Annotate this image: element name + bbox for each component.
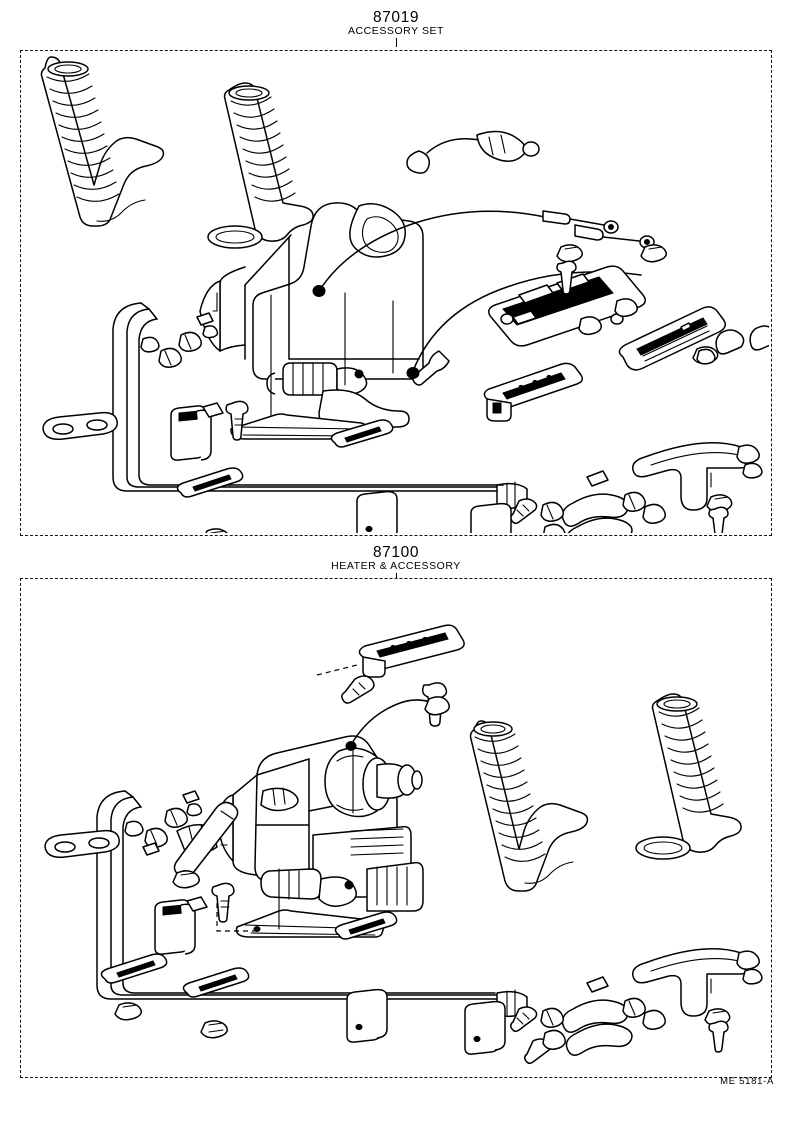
part-hose-clamp-group-left — [140, 312, 219, 368]
part-mounting-bolt — [708, 506, 729, 533]
part-blower-motor — [324, 747, 423, 818]
part-defroster-nozzle-duct-right — [207, 82, 314, 249]
title-tick-icon — [395, 38, 397, 47]
part-hose-clamp-group-right — [540, 950, 763, 1050]
part-hose-clamp-group-right — [540, 444, 763, 533]
part-water-hose-bent-pair — [561, 493, 633, 533]
part-water-hose-outlet — [138, 308, 504, 486]
panel-87100-artwork — [44, 624, 763, 1065]
part-flange-nut — [114, 1002, 142, 1021]
part-water-pipe-assembly — [632, 948, 752, 1017]
part-blower-motor-lead-wire — [345, 696, 450, 751]
part-defroster-nozzle-duct-left — [469, 720, 589, 892]
part-duct-support-bracket — [346, 988, 388, 1043]
part-duct-support-bracket — [356, 490, 398, 533]
part-mounting-bolt — [556, 260, 577, 295]
part-duct-support-bracket — [330, 419, 394, 448]
part-gasket-plate — [42, 411, 118, 441]
panel-87019-artwork — [40, 56, 769, 533]
diagram-panel-87019 — [20, 50, 772, 536]
part-duct-support-bracket — [334, 911, 398, 940]
part-water-hose-outlet — [122, 796, 496, 994]
title-tick-icon — [395, 573, 397, 582]
part-flange-nut — [172, 870, 200, 889]
part-clip-group-left — [124, 790, 203, 856]
part-duct-support-bracket-group — [100, 911, 506, 1055]
part-duct-support-bracket — [470, 502, 512, 533]
part-heater-mounting-bracket-top — [316, 624, 465, 678]
part-gasket-plate — [44, 829, 120, 859]
group-name-87019: ACCESSORY SET — [347, 25, 445, 37]
part-mounting-bolt — [509, 1006, 538, 1033]
part-duct-support-bracket — [182, 967, 250, 998]
part-mounting-bolt — [341, 675, 375, 704]
part-fastener-group — [114, 870, 731, 1065]
part-cushion-retainer-left — [154, 896, 208, 955]
part-control-cable-wire-harness — [406, 130, 540, 174]
part-heater-control-panel-assembly — [488, 265, 646, 347]
part-flange-nut — [556, 244, 583, 263]
part-mounting-bolt — [708, 1020, 729, 1053]
part-flange-nut — [205, 528, 228, 533]
part-mounting-bolt — [225, 400, 249, 441]
part-register-vent-grille — [618, 306, 726, 371]
part-duct-support-bracket — [100, 953, 168, 984]
part-flange-nut — [640, 244, 667, 263]
part-heater-radiator-unit — [176, 696, 450, 938]
group-number-87019: 87019 — [372, 9, 420, 26]
part-defroster-nozzle-duct-left — [40, 56, 165, 227]
part-heater-unit-housing — [199, 202, 424, 440]
part-cushion-retainer-left — [170, 402, 224, 461]
part-water-pipe-assembly — [632, 442, 752, 511]
panel-title-87019: 87019 ACCESSORY SET — [0, 10, 792, 47]
part-mounting-bolt — [211, 882, 235, 923]
part-mounting-bracket-center — [483, 362, 584, 422]
part-water-hose-bent-pair — [561, 999, 633, 1056]
part-duct-support-bracket — [464, 1000, 506, 1055]
part-defroster-nozzle-duct-right — [635, 693, 742, 860]
part-duct-support-bracket-group — [176, 419, 512, 533]
group-number-87100: 87100 — [372, 544, 420, 561]
group-name-87100: HEATER & ACCESSORY — [331, 560, 461, 572]
footer-code: ME 5181-A — [720, 1076, 774, 1087]
part-duct-support-bracket — [176, 467, 244, 498]
part-clip-group-right — [696, 325, 769, 365]
panel-title-87100: 87100 HEATER & ACCESSORY — [0, 545, 792, 582]
diagram-panel-87100 — [20, 578, 772, 1078]
part-control-cable-upper — [312, 210, 619, 297]
part-flange-nut — [200, 1020, 228, 1039]
